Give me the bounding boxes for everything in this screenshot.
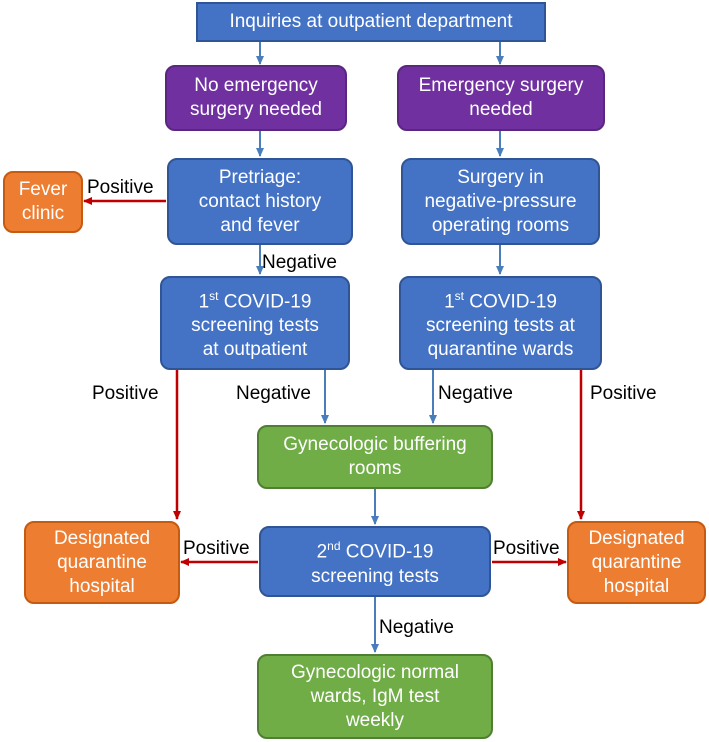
surgery-line1: Surgery in: [457, 166, 544, 188]
hospital-left-line1: Designated: [53, 527, 151, 549]
no-emergency-line2: surgery needed: [189, 99, 323, 120]
label-pretriage-positive: Positive: [87, 177, 154, 198]
fever-clinic-line2: clinic: [21, 203, 65, 224]
normal-wards-node: Gynecologic normal wards, IgM test weekl…: [257, 654, 493, 739]
title-rest: COVID-19: [340, 541, 434, 563]
ordinal-suffix: st: [454, 288, 464, 303]
pretriage-line1: Pretriage:: [218, 166, 302, 188]
ordinal-suffix: nd: [327, 539, 341, 554]
pretriage-line3: and fever: [220, 214, 300, 236]
buffering-rooms-node: Gynecologic buffering rooms: [257, 425, 493, 489]
first-screening-quarantine-node: 1st COVID-19 screening tests at quaranti…: [399, 276, 602, 370]
pretriage-line2: contact history: [198, 190, 322, 212]
emergency-line1: Emergency surgery: [418, 75, 584, 96]
emergency-line2: needed: [469, 99, 533, 120]
no-emergency-node: No emergency surgery needed: [165, 65, 347, 131]
quarantine-hospital-right-node: Designated quarantine hospital: [567, 521, 706, 604]
second-screening-title: 2nd COVID-19: [317, 534, 434, 564]
hospital-right-line3: hospital: [603, 575, 670, 597]
inquiries-node: Inquiries at outpatient department: [196, 2, 546, 42]
second-screening-node: 2nd COVID-19 screening tests: [259, 526, 491, 597]
label-second-negative: Negative: [379, 617, 454, 638]
label-outpatient-positive: Positive: [92, 383, 159, 404]
label-pretriage-negative: Negative: [262, 252, 337, 273]
title-rest: COVID-19: [464, 291, 557, 313]
surgery-line3: operating rooms: [431, 214, 570, 236]
normal-wards-line1: Gynecologic normal: [291, 661, 459, 683]
label-second-left-positive: Positive: [183, 538, 250, 559]
label-quarantine-negative: Negative: [438, 383, 513, 404]
buffering-line1: Gynecologic buffering: [283, 434, 467, 455]
label-outpatient-negative: Negative: [236, 383, 311, 404]
first-screening-quarantine-title: 1st COVID-19: [444, 284, 557, 314]
quarantine-hospital-left-node: Designated quarantine hospital: [24, 521, 180, 604]
no-emergency-line1: No emergency: [194, 75, 318, 96]
title-rest: COVID-19: [218, 291, 312, 313]
label-quarantine-positive: Positive: [590, 383, 657, 404]
inquiries-text: Inquiries at outpatient department: [229, 11, 513, 32]
hospital-left-line2: quarantine: [57, 551, 147, 573]
buffering-line2: rooms: [348, 458, 402, 479]
surgery-line2: negative-pressure: [424, 190, 577, 212]
first-screening-quarantine-line3: quarantine wards: [427, 339, 574, 361]
second-screening-line2: screening tests: [311, 565, 439, 587]
first-screening-outpatient-line3: at outpatient: [202, 339, 308, 361]
normal-wards-line3: weekly: [345, 709, 405, 731]
first-screening-outpatient-node: 1st COVID-19 screening tests at outpatie…: [160, 276, 350, 370]
first-screening-outpatient-line2: screening tests: [191, 315, 319, 337]
ordinal-number: 1: [198, 291, 210, 313]
pretriage-node: Pretriage: contact history and fever: [167, 158, 353, 245]
emergency-node: Emergency surgery needed: [397, 65, 605, 131]
normal-wards-line2: wards, IgM test: [310, 685, 440, 707]
ordinal-number: 1: [444, 291, 455, 313]
first-screening-outpatient-title: 1st COVID-19: [199, 284, 312, 314]
fever-clinic-line1: Fever: [18, 179, 68, 200]
fever-clinic-node: Fever clinic: [3, 171, 83, 233]
ordinal-number: 2: [316, 541, 328, 563]
hospital-right-line2: quarantine: [591, 551, 682, 573]
hospital-left-line3: hospital: [69, 575, 135, 597]
hospital-right-line1: Designated: [588, 527, 685, 549]
first-screening-quarantine-line2: screening tests at: [426, 315, 575, 337]
ordinal-suffix: st: [209, 288, 219, 303]
label-second-right-positive: Positive: [493, 538, 560, 559]
surgery-negative-pressure-node: Surgery in negative-pressure operating r…: [401, 158, 600, 245]
